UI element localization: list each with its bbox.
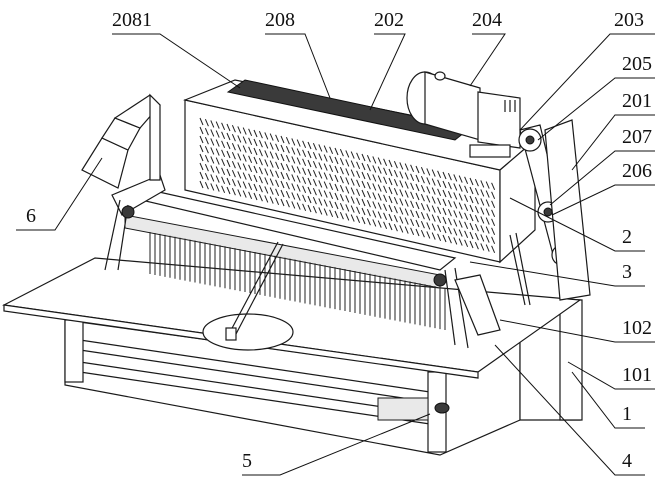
label-202: 202 — [374, 9, 404, 31]
label-201: 201 — [622, 90, 652, 112]
label-207: 207 — [622, 126, 652, 148]
label-4: 4 — [622, 450, 632, 472]
label-206: 206 — [622, 160, 652, 182]
label-1: 1 — [622, 403, 632, 425]
motor-204 — [406, 71, 521, 158]
label-208: 208 — [265, 9, 295, 31]
tilted-rod-and-disc — [202, 241, 450, 414]
label-5: 5 — [242, 450, 252, 472]
leader-lines — [16, 33, 655, 476]
label-204: 204 — [472, 9, 502, 31]
label-2: 2 — [622, 226, 632, 248]
label-2081: 2081 — [112, 9, 152, 31]
brush-housing — [182, 79, 537, 264]
side-support-arms — [104, 174, 531, 349]
label-3: 3 — [622, 261, 632, 283]
suction-hood-6 — [81, 93, 161, 189]
label-203: 203 — [614, 9, 644, 31]
label-6: 6 — [26, 205, 36, 227]
brush-bristle-rows — [199, 117, 496, 253]
needle-comb-roller — [119, 189, 457, 331]
drive-belt-assembly — [518, 119, 591, 301]
part-labels: 2081 208 202 204 203 205 201 207 206 6 2… — [26, 9, 652, 472]
base-frame — [64, 299, 583, 456]
label-102: 102 — [622, 317, 652, 339]
label-101: 101 — [622, 364, 652, 386]
label-205: 205 — [622, 53, 652, 75]
needle-row — [149, 232, 446, 331]
